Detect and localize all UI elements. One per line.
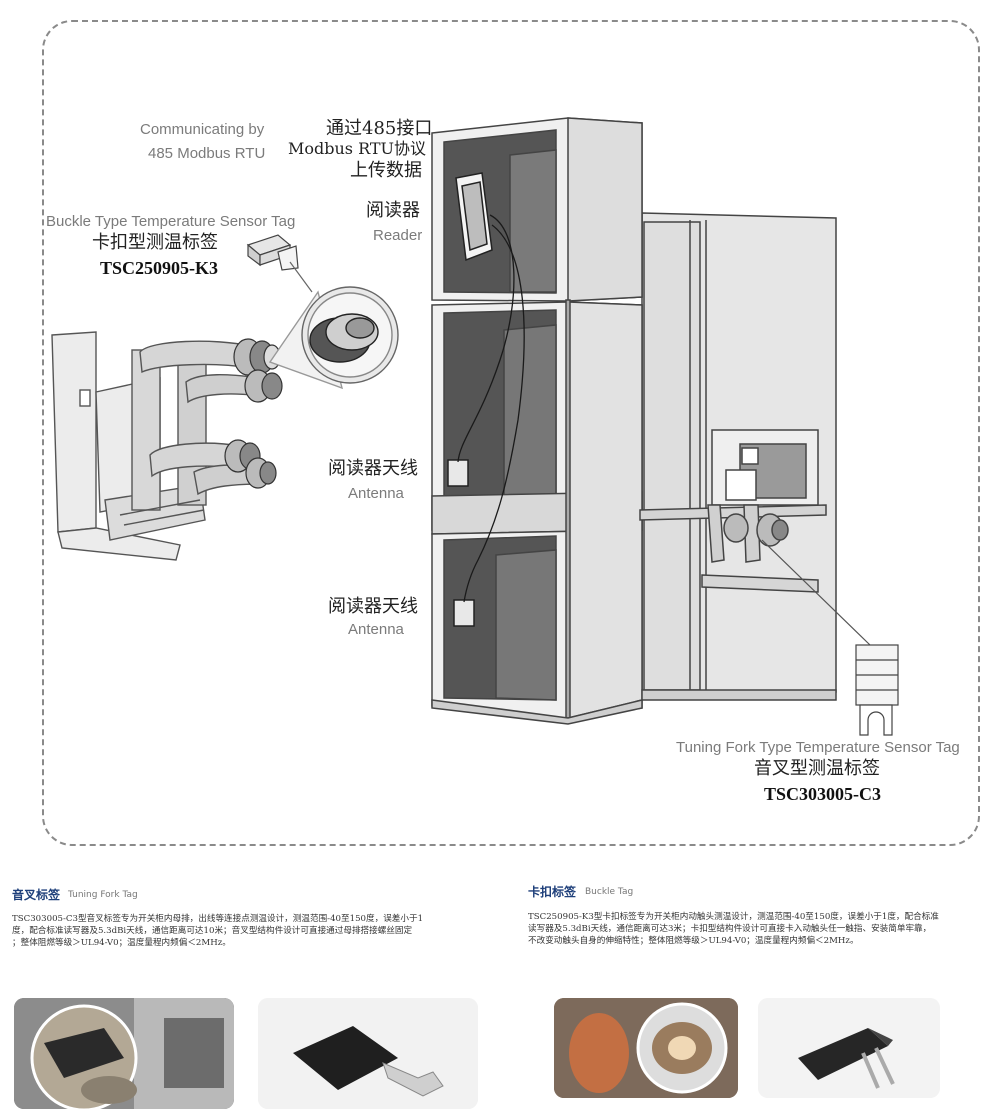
upload-label-line3: 上传数据 <box>350 160 422 181</box>
magnifier-detail <box>268 286 399 390</box>
fork-section-title: 音叉标签 <box>12 888 61 902</box>
upload-label-line2: Modbus RTU协议 <box>288 139 427 158</box>
fork-tag-label-en: Tuning Fork Type Temperature Sensor Tag <box>676 739 960 756</box>
antenna-cables <box>457 214 525 603</box>
fork-desc-line3: ；整体阻燃等级＞UL94-V0；温度量程内频偏＜2MHz。 <box>12 938 231 948</box>
fork-section-subtitle: Tuning Fork Tag <box>68 890 138 900</box>
breaker-contact-fingers <box>224 338 283 489</box>
buckle-tag-installed-photo <box>554 998 738 1098</box>
buckle-section-description: TSC250905-K3型卡扣标签专为开关柜内动触头测温设计，测温范围-40至1… <box>528 911 998 947</box>
fork-desc-line1: TSC303005-C3型音叉标签专为开关柜内母排，出线等连接点测温设计，测温范… <box>12 914 424 924</box>
communicating-label-line2: 485 Modbus RTU <box>148 145 266 162</box>
buckle-tag-label-en: Buckle Type Temperature Sensor Tag <box>46 213 296 230</box>
reader-label-en: Reader <box>373 227 423 244</box>
fork-tag-model: TSC303005-C3 <box>764 784 882 804</box>
fork-tag-product-photo <box>258 998 478 1109</box>
buckle-tag-label-zh: 卡扣型测温标签 <box>92 232 218 253</box>
buckle-section-title: 卡扣标签 <box>528 885 577 899</box>
reader-label-zh: 阅读器 <box>366 200 420 221</box>
buckle-tag-product-photo <box>758 998 940 1098</box>
buckle-desc-line2: 读写器及5.3dBi天线，通信距离可达3米；卡扣型结构件设计可直接卡入动触头任一… <box>528 924 932 934</box>
antenna1-label-zh: 阅读器天线 <box>328 458 418 479</box>
fork-tag-installed-photo <box>14 998 234 1109</box>
communicating-label-line1: Communicating by <box>140 121 265 138</box>
fork-desc-line2: 度，配合标准读写器及5.3dBi天线，通信距离可达10米；音叉型结构件设计可直接… <box>12 926 413 936</box>
antenna2-label-zh: 阅读器天线 <box>328 596 418 617</box>
buckle-section-subtitle: Buckle Tag <box>585 887 634 897</box>
switchgear-diagram <box>51 117 899 736</box>
buckle-desc-line1: TSC250905-K3型卡扣标签专为开关柜内动触头测温设计，测温范围-40至1… <box>528 912 939 922</box>
tuning-fork-tag-icon <box>761 539 899 736</box>
upload-label-line1: 通过485接口 <box>326 118 433 139</box>
switchgear-cabinet <box>431 117 837 725</box>
buckle-tag-model: TSC250905-K3 <box>100 258 219 278</box>
antenna1-label-en: Antenna <box>348 485 404 502</box>
fork-section-description: TSC303005-C3型音叉标签专为开关柜内母排，出线等连接点测温设计，测温范… <box>12 913 472 949</box>
antenna2-label-en: Antenna <box>348 621 404 638</box>
buckle-desc-line3: 不改变动触头自身的伸缩特性；整体阻燃等级＞UL94-V0；温度量程内频偏＜2MH… <box>528 936 859 946</box>
circuit-breaker-illustration <box>51 331 263 561</box>
fork-tag-label-zh: 音叉型测温标签 <box>754 758 880 779</box>
buckle-tag-icon <box>246 234 313 293</box>
diagram-frame <box>42 20 980 846</box>
